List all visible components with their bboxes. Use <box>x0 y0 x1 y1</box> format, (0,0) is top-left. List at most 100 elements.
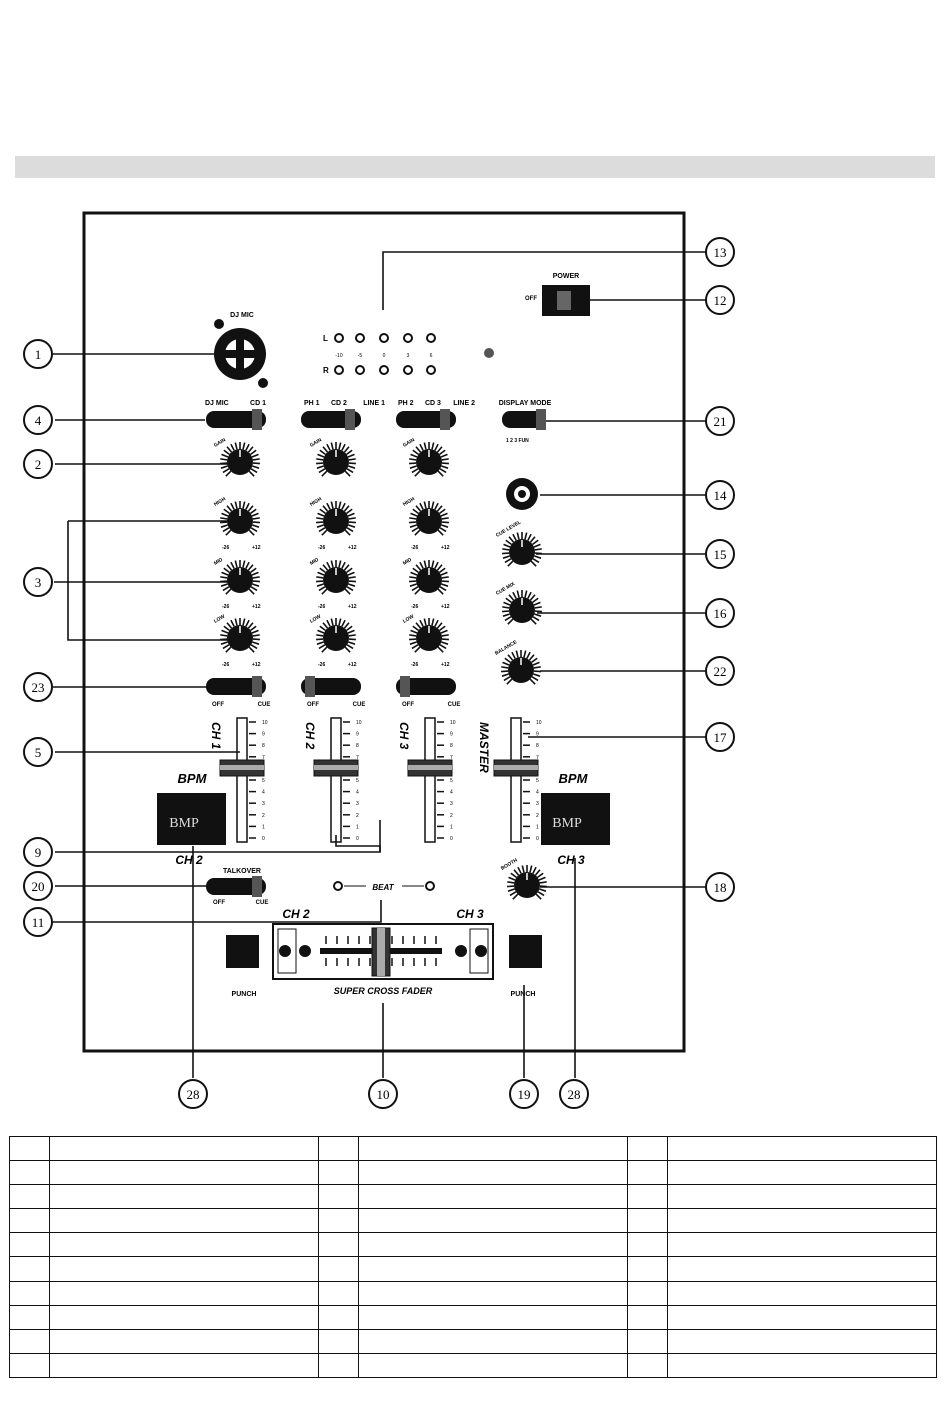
fader-scale-label: 0 <box>536 836 539 842</box>
fader-scale-label: 8 <box>536 743 539 749</box>
knob-gain-ch3: GAIN <box>402 437 450 477</box>
table-row <box>9 1208 937 1234</box>
knob-label: MID <box>213 557 224 567</box>
knob-cue-mix: CUE MIX <box>495 581 543 625</box>
fader-scale-label: 3 <box>536 801 539 807</box>
power-label: POWER <box>553 273 579 280</box>
fader-scale-label: 5 <box>356 778 359 784</box>
meter-peak-led <box>484 348 494 358</box>
fader-scale-label: 7 <box>262 755 265 761</box>
knob-label: LOW <box>309 614 322 625</box>
fader-ch1-label: CH 1 <box>209 722 223 750</box>
eq-max-label: +12 <box>441 662 450 668</box>
power-switch: POWER OFF <box>525 273 614 316</box>
callout-number: 4 <box>35 413 42 428</box>
table-cell <box>9 1135 50 1162</box>
meter-led-l <box>426 333 436 343</box>
knob-low-ch1: LOW <box>213 614 261 653</box>
eq-max-label: +12 <box>441 545 450 551</box>
callout-number: 20 <box>32 879 45 894</box>
ch2-under-label: CH 2 <box>175 853 203 867</box>
super-cross-fader-label: SUPER CROSS FADER <box>334 986 433 996</box>
callout-number: 22 <box>714 664 727 679</box>
fader-scale-label: 5 <box>536 778 539 784</box>
fader-scale-label: 10 <box>450 720 456 726</box>
eq-min-label: -26 <box>222 662 229 668</box>
table-cell <box>358 1184 628 1210</box>
meter-led-r <box>355 365 365 375</box>
punch-right-label: PUNCH <box>511 991 536 998</box>
bpm-display-left: BPM BMP CH 2 <box>157 771 226 867</box>
section-header-bar <box>15 156 935 178</box>
callout-13: 13 <box>705 237 735 267</box>
table-cell <box>358 1135 628 1162</box>
callout-28: 28 <box>178 1079 208 1109</box>
callout-number: 9 <box>35 845 42 860</box>
knob-mid-ch3: MID <box>402 557 450 595</box>
fader-ch1: 109876543210CH 1 <box>209 717 268 843</box>
eq-max-label: +12 <box>348 545 357 551</box>
fader-scale-label: 3 <box>450 801 453 807</box>
callout-number: 16 <box>714 606 728 621</box>
callout-number: 18 <box>714 880 727 895</box>
fader-scale-label: 0 <box>356 836 359 842</box>
knob-low-ch2: LOW <box>309 614 357 653</box>
callout-number: 3 <box>35 575 42 590</box>
knob-gain-ch2: GAIN <box>309 437 357 477</box>
eq-min-label: -26 <box>411 604 418 610</box>
eq-min-label: -26 <box>222 604 229 610</box>
meter-scale-label: 3 <box>407 353 410 359</box>
table-cell <box>318 1328 359 1354</box>
table-row <box>9 1232 937 1258</box>
punch-left-label: PUNCH <box>232 991 257 998</box>
knob-high-ch3: HIGH <box>402 496 450 536</box>
punch-button-left: PUNCH <box>226 935 259 998</box>
callout-number: 28 <box>187 1087 200 1102</box>
meter-led-l <box>403 333 413 343</box>
table-cell <box>49 1304 319 1330</box>
table-cell <box>358 1304 628 1330</box>
fader-scale-label: 9 <box>450 732 453 738</box>
knob-high-ch1: HIGH <box>213 496 261 536</box>
fader-scale-label: 0 <box>262 836 265 842</box>
cue-switch-cue: CUE <box>448 702 461 708</box>
meter-scale-label: -10 <box>335 353 342 359</box>
callout-21: 21 <box>705 406 735 436</box>
table-cell <box>49 1232 319 1258</box>
table-cell <box>627 1160 668 1186</box>
eq-max-label: +12 <box>252 662 261 668</box>
meter-led-l <box>334 333 344 343</box>
cue-switch-cue: CUE <box>353 702 366 708</box>
knob-mid-ch2: MID <box>309 557 357 595</box>
callout-number: 2 <box>35 457 42 472</box>
eq-min-label: -26 <box>222 545 229 551</box>
fader-scale-label: 0 <box>450 836 453 842</box>
eq-min-label: -26 <box>318 545 325 551</box>
callout-19: 19 <box>509 1079 539 1109</box>
meter-led-r <box>334 365 344 375</box>
fader-scale-label: 5 <box>450 778 453 784</box>
beat-indicator: BEAT <box>333 881 435 892</box>
cue-switch-off: OFF <box>212 702 224 708</box>
callout-11: 11 <box>23 907 53 937</box>
callout-number: 5 <box>35 745 42 760</box>
bpm-label-left: BPM <box>178 771 208 786</box>
eq-max-label: +12 <box>252 545 261 551</box>
knob-label: LOW <box>402 614 415 625</box>
callout-4: 4 <box>23 405 53 435</box>
knob-label: BALANCE <box>494 639 519 657</box>
bpm-label-right: BPM <box>559 771 589 786</box>
table-cell <box>627 1280 668 1306</box>
fader-scale-label: 9 <box>356 732 359 738</box>
table-cell <box>358 1280 628 1306</box>
table-row <box>9 1328 937 1354</box>
table-cell <box>358 1328 628 1354</box>
fader-scale-label: 8 <box>356 743 359 749</box>
leader-lines <box>53 251 706 1078</box>
knob-label: GAIN <box>213 437 227 449</box>
fader-scale-label: 2 <box>262 813 265 819</box>
